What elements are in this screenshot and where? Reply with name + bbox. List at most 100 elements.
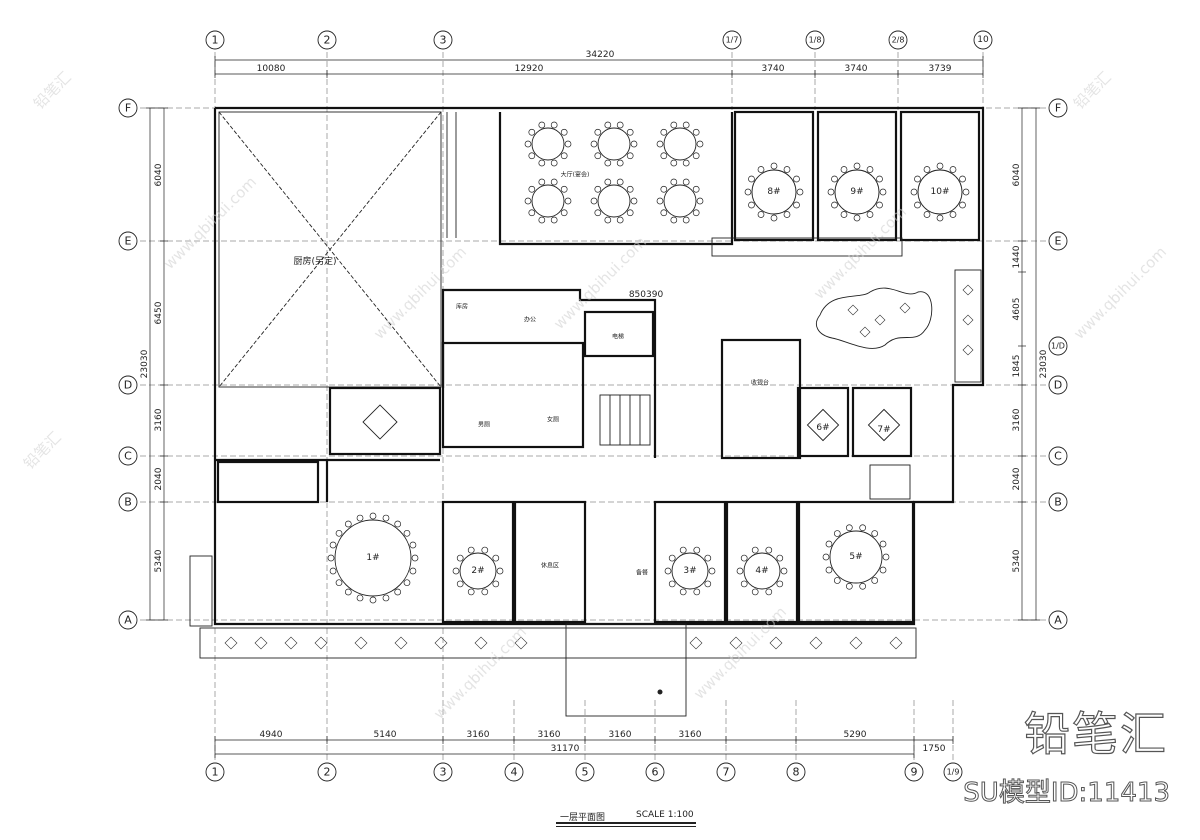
dimension-total: 23030: [140, 349, 150, 378]
chair: [866, 211, 874, 218]
chair: [682, 121, 690, 129]
chair: [831, 201, 838, 209]
chair: [670, 178, 678, 186]
svg-text:9: 9: [911, 766, 918, 779]
room-label-3: 3#: [683, 566, 696, 576]
round-table: [910, 162, 970, 222]
grid-bubble: 2/8: [888, 30, 908, 50]
svg-text:A: A: [1054, 614, 1062, 627]
chair: [344, 520, 352, 528]
svg-text:C: C: [124, 450, 132, 463]
room-label-kitchen: 厨房(另定): [293, 255, 336, 267]
dimension-value: 10080: [257, 64, 286, 74]
chair: [692, 152, 700, 160]
chair: [356, 514, 364, 522]
svg-text:F: F: [125, 102, 131, 115]
room-label-wash: 备餐: [636, 569, 648, 577]
grid-bubbles-right: F E 1/D D C B A: [1048, 98, 1068, 630]
dimension-value: 3160: [679, 730, 702, 740]
chair: [590, 140, 598, 148]
chair: [626, 128, 634, 136]
dimension-value: 6040: [154, 163, 164, 186]
svg-text:B: B: [124, 496, 132, 509]
round-table: [656, 121, 704, 167]
chair: [560, 209, 568, 217]
stairs: [599, 394, 651, 446]
grid-bubble: D: [1048, 375, 1068, 395]
chair: [679, 546, 687, 554]
chair: [833, 530, 841, 537]
chair: [456, 580, 464, 588]
chair: [668, 554, 676, 562]
chair: [335, 579, 343, 587]
chair: [751, 588, 759, 596]
svg-text:3: 3: [440, 766, 447, 779]
dimension-value: 1845: [1012, 355, 1022, 378]
grid-bubbles-left: F E D C B A: [118, 98, 138, 630]
banquet-hall: 大厅(宴会): [446, 112, 734, 246]
chair: [776, 554, 784, 562]
chair: [604, 121, 612, 129]
chair: [656, 140, 664, 148]
chair: [692, 185, 700, 193]
round-table: [590, 121, 638, 167]
round-table: [822, 524, 890, 590]
chair: [936, 162, 944, 170]
grid-bubble: 2: [317, 762, 337, 782]
tables: [327, 121, 970, 604]
svg-text:10: 10: [977, 35, 989, 45]
room-label-wc-m: 男厕: [478, 422, 490, 429]
dimension-value: 3160: [154, 408, 164, 431]
chair: [704, 580, 712, 588]
grid-bubble: 5: [575, 762, 595, 782]
grid-bubble: 3: [433, 762, 453, 782]
chair: [879, 566, 887, 574]
grid-bubble: 1: [205, 762, 225, 782]
square-table: [806, 408, 840, 442]
chair: [668, 580, 676, 588]
chair: [959, 175, 966, 183]
chair: [626, 185, 634, 193]
chair: [825, 540, 833, 548]
chair: [704, 554, 712, 562]
room-label-storage: 库房: [456, 303, 468, 311]
entrance-canopy: [565, 623, 687, 717]
chair: [740, 580, 748, 588]
chair: [550, 216, 558, 224]
chair: [456, 554, 464, 562]
chair: [780, 567, 788, 575]
chair: [594, 209, 602, 217]
room-label-bar: 收银台: [751, 379, 769, 387]
dimension-value: 3160: [609, 730, 632, 740]
chair: [564, 197, 572, 205]
chair: [538, 178, 546, 186]
chair: [822, 553, 830, 561]
chair: [679, 588, 687, 596]
grid-bubble: 10: [973, 30, 993, 50]
dimension-value: 2040: [154, 467, 164, 490]
svg-text:www.qbihui.com: www.qbihui.com: [690, 603, 790, 703]
svg-text:3: 3: [440, 34, 447, 47]
dimensions-left: 6040 6450 3160 2040 5340 23030: [140, 107, 168, 621]
chair: [949, 166, 957, 173]
chair: [630, 197, 638, 205]
chair: [783, 211, 791, 218]
dimensions-top: 34220 10080 12920 3740 3740 3739: [214, 50, 984, 78]
chair: [560, 185, 568, 193]
grid-bubbles-top: 1 2 3 1/7 1/8 2/8 10: [205, 30, 993, 50]
chair: [962, 188, 970, 196]
chair: [660, 128, 668, 136]
svg-text:铅笔汇: 铅笔汇: [1070, 68, 1115, 113]
dimension-value: 1750: [923, 744, 946, 754]
svg-text:A: A: [124, 614, 132, 627]
grid-bubble: B: [118, 492, 138, 512]
svg-text:www.qbihui.com: www.qbihui.com: [1070, 243, 1170, 343]
chair: [660, 185, 668, 193]
chair: [845, 524, 853, 532]
chair: [626, 209, 634, 217]
dimension-value: 4605: [1012, 298, 1022, 321]
chair: [859, 582, 867, 590]
grid-bubble: B: [1048, 492, 1068, 512]
chair: [560, 152, 568, 160]
chair: [329, 541, 337, 549]
